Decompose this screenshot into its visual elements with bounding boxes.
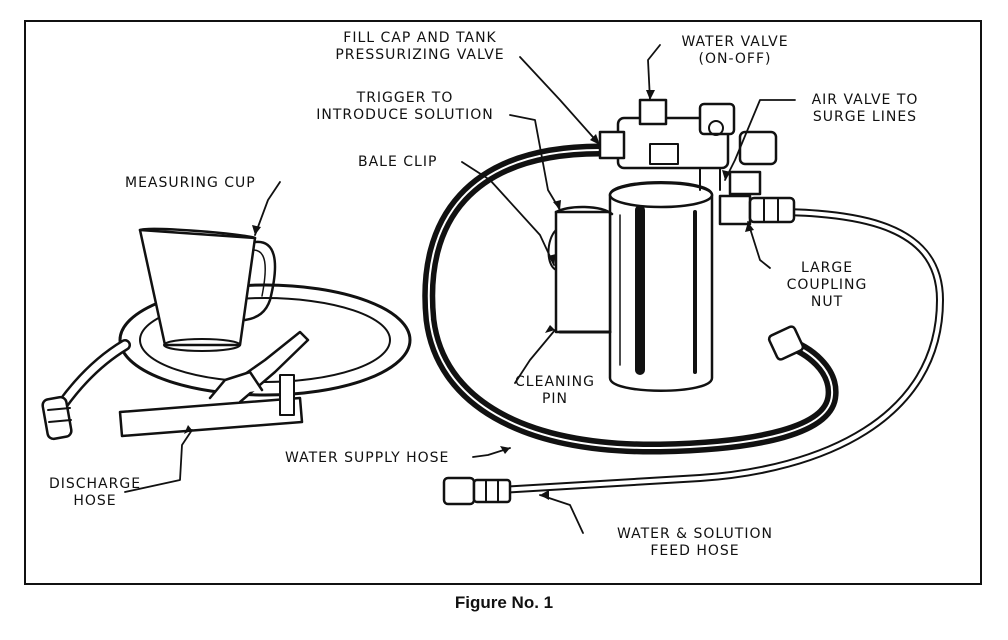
label-water-valve-line1: WATER VALVE — [681, 34, 789, 50]
label-bale-clip: BALE CLIP — [358, 154, 437, 171]
label-trigger-line2: INTRODUCE SOLUTION — [316, 107, 494, 123]
label-feed-hose-line1: WATER & SOLUTION — [617, 526, 773, 542]
spray-gun — [118, 330, 310, 438]
label-fill-cap-line2: PRESSURIZING VALVE — [335, 47, 505, 63]
feed-hose — [442, 207, 944, 506]
label-air-valve: AIR VALVE TO SURGE LINES — [795, 92, 935, 126]
pressure-tank — [608, 181, 714, 392]
label-water-valve-line2: (ON-OFF) — [698, 51, 772, 67]
label-air-valve-line1: AIR VALVE TO — [811, 92, 919, 108]
measuring-cup — [138, 227, 277, 352]
label-trigger: TRIGGER TO INTRODUCE SOLUTION — [300, 90, 510, 124]
label-water-valve: WATER VALVE (ON-OFF) — [665, 34, 805, 68]
leader-arrows — [184, 90, 754, 500]
label-fill-cap-line1: FILL CAP AND TANK — [343, 30, 497, 46]
label-feed-hose-line2: FEED HOSE — [650, 543, 740, 559]
label-large-coupling-line1: LARGE — [800, 260, 854, 276]
leader-lines — [124, 44, 796, 534]
label-trigger-line1: TRIGGER TO — [356, 90, 454, 106]
discharge-hose-coil — [41, 283, 412, 441]
label-fill-cap: FILL CAP AND TANK PRESSURIZING VALVE — [310, 30, 530, 64]
label-measuring-cup: MEASURING CUP — [125, 175, 256, 192]
label-air-valve-line2: SURGE LINES — [812, 109, 918, 125]
label-feed-hose: WATER & SOLUTION FEED HOSE — [590, 526, 800, 560]
label-discharge-hose: DISCHARGE HOSE — [40, 476, 150, 510]
bale-clip-bracket — [547, 205, 614, 334]
label-measuring-cup-text: MEASURING CUP — [125, 175, 256, 191]
label-cleaning-pin: CLEANING PIN — [505, 374, 605, 408]
label-large-coupling: LARGE COUPLING NUT — [772, 260, 882, 311]
label-water-supply-hose: WATER SUPPLY HOSE — [285, 450, 449, 467]
label-bale-clip-text: BALE CLIP — [358, 154, 438, 170]
valve-head — [598, 98, 796, 226]
label-discharge-line1: DISCHARGE — [48, 476, 142, 492]
label-discharge-line2: HOSE — [73, 493, 117, 509]
water-supply-hose — [422, 143, 839, 455]
label-water-supply-hose-text: WATER SUPPLY HOSE — [285, 450, 450, 466]
label-large-coupling-line3: NUT — [810, 294, 844, 310]
label-cleaning-pin-line1: CLEANING — [515, 374, 595, 390]
label-cleaning-pin-line2: PIN — [541, 391, 569, 407]
figure-frame — [24, 20, 982, 585]
label-large-coupling-line2: COUPLING — [786, 277, 868, 293]
figure-caption: Figure No. 1 — [454, 593, 554, 612]
